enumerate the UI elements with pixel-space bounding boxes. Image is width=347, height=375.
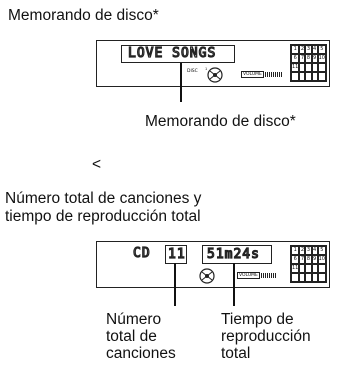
cd-label: CD: [132, 246, 151, 261]
disc-icon: 1: [205, 66, 223, 83]
display-panel-totals: CD 11 51m24s VOLUME 1 2 3 4 5 6 7 8 9 10…: [96, 241, 330, 288]
display-panel-disc-memo: LOVE SONGS DISC 1 VOLUME 1 2 3 4 5 6 7 8…: [96, 40, 330, 87]
track-grid: 1 2 3 4 5 6 7 8 9 10 11: [290, 44, 327, 82]
volume-label: VOLUME: [237, 272, 260, 279]
disc-label: DISC: [187, 69, 198, 74]
volume-meter: [261, 273, 277, 278]
arrow-symbol: <: [92, 156, 102, 173]
play-time-box: 51m24s: [202, 245, 272, 264]
track-grid: 1 2 3 4 5 6 7 8 9 10 11: [290, 245, 327, 283]
segment-display: LOVE SONGS: [121, 45, 235, 63]
play-time: 51m24s: [206, 247, 260, 262]
disc-icon: [199, 268, 215, 284]
callout-line-tracks: [174, 263, 176, 306]
track-count: 11: [167, 247, 186, 262]
track-count-box: 11: [165, 245, 187, 264]
segment-text: LOVE SONGS: [127, 46, 217, 61]
time-callout: Tiempo de reproducción total: [221, 311, 311, 362]
volume-label: VOLUME: [241, 71, 264, 78]
total-heading-line1: Número total de canciones y: [5, 190, 202, 207]
disc-memo-callout: Memorando de disco*: [145, 113, 296, 130]
total-heading-line2: tiempo de reproducción total: [5, 208, 201, 225]
callout-line-time: [233, 263, 235, 306]
svg-text:1: 1: [205, 66, 208, 71]
callout-line-disc-memo: [180, 63, 182, 102]
disc-memo-heading: Memorando de disco*: [8, 7, 159, 24]
volume-meter: [265, 72, 283, 77]
tracks-callout: Número total de canciones: [106, 311, 176, 362]
